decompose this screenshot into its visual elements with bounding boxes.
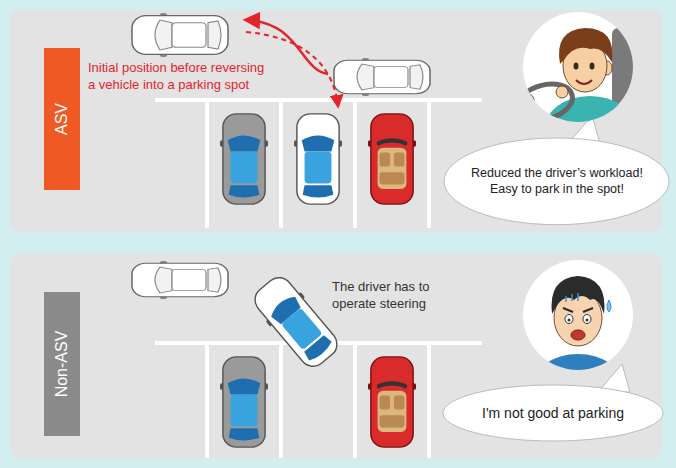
mouth xyxy=(571,330,585,340)
band-label: ASV xyxy=(53,103,71,135)
hand xyxy=(522,94,534,106)
eyebrow xyxy=(563,308,573,312)
speech-bubble: I'm not good at parking xyxy=(442,384,664,442)
moving-car xyxy=(132,13,228,57)
parked-car xyxy=(220,114,268,204)
turning-car xyxy=(248,270,345,373)
eye xyxy=(574,63,579,70)
speech-text: Reduced the driver’s workload! Easy to p… xyxy=(464,165,649,198)
stress-lines xyxy=(566,293,578,302)
annotation: Initial position before reversing a vehi… xyxy=(88,60,274,94)
parking-line xyxy=(427,100,431,228)
parked-car xyxy=(368,357,416,447)
moving-car xyxy=(334,58,430,96)
pupil xyxy=(568,319,571,322)
eyebrow xyxy=(583,308,593,312)
bubble-outline xyxy=(443,137,670,226)
bubble-ellipse xyxy=(443,385,663,441)
eye xyxy=(565,315,573,324)
annotation: The driver has to operate steering xyxy=(332,279,457,313)
category-band: Non-ASV xyxy=(44,292,80,436)
sweat-drop xyxy=(607,300,611,312)
parking-line xyxy=(427,343,431,458)
parking-line xyxy=(279,100,283,228)
hand xyxy=(556,86,568,98)
parked-car xyxy=(220,357,268,447)
pupil xyxy=(586,319,589,322)
parking-line xyxy=(205,100,209,228)
moving-car xyxy=(132,261,228,299)
steering-wheel xyxy=(514,78,577,125)
parking-line xyxy=(353,343,357,458)
parking-line xyxy=(353,100,357,228)
character-circle xyxy=(523,260,633,370)
speech-text: I'm not good at parking xyxy=(482,404,624,422)
hair xyxy=(552,276,605,314)
parking-lines xyxy=(155,100,482,228)
hair xyxy=(559,28,612,64)
parked-car xyxy=(368,114,416,204)
bubble-ellipse xyxy=(444,138,669,225)
parking-line xyxy=(155,98,482,102)
eye xyxy=(590,63,595,70)
car-seat xyxy=(612,28,634,128)
smile xyxy=(576,80,592,84)
eye xyxy=(583,315,591,324)
parked-car xyxy=(294,114,342,204)
category-band: ASV xyxy=(44,48,80,190)
panel xyxy=(10,253,662,458)
parking-line xyxy=(205,343,209,458)
speech-bubble: Reduced the driver’s workload! Easy to p… xyxy=(443,137,670,226)
parking-line xyxy=(279,343,283,458)
band-label: Non-ASV xyxy=(53,331,71,398)
